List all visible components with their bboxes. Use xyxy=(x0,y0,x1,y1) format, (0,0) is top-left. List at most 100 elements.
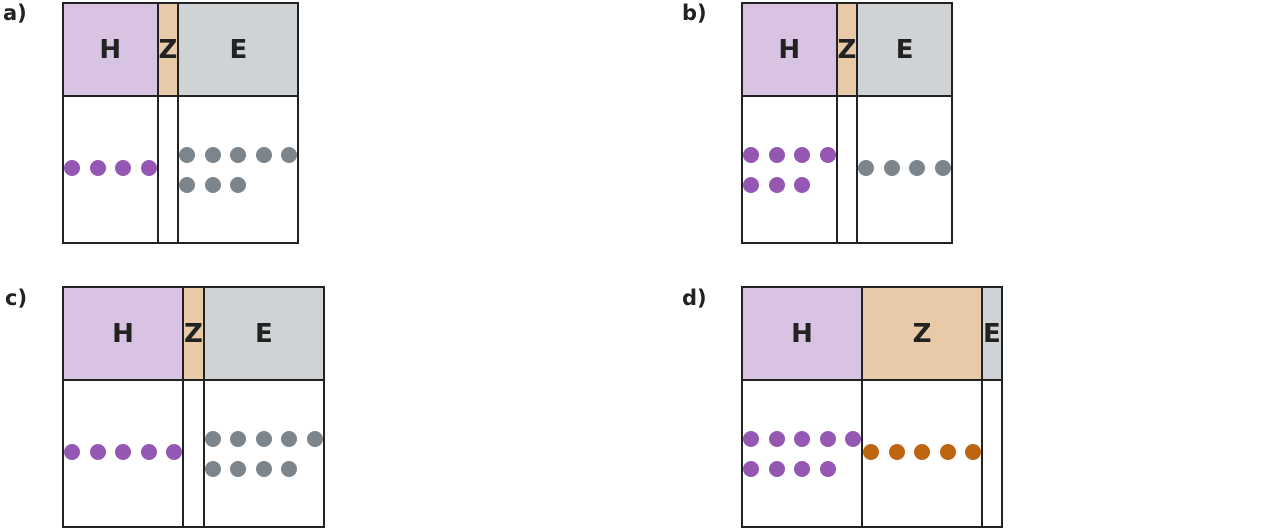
particle-dot xyxy=(115,159,131,176)
particle-dot xyxy=(768,176,785,193)
particle-group xyxy=(179,146,298,193)
particle-dot xyxy=(140,443,157,460)
cell-z xyxy=(835,95,859,244)
particle-dot xyxy=(281,460,298,477)
header-e: E xyxy=(202,286,325,381)
particle-dot xyxy=(230,460,247,477)
panel-label: d) xyxy=(682,286,707,310)
particle-dot xyxy=(281,146,298,163)
cell-h xyxy=(741,379,863,528)
header-h: H xyxy=(62,286,184,381)
particle-row xyxy=(743,460,836,477)
header-h: H xyxy=(62,2,159,97)
header-e: E xyxy=(856,2,953,97)
particle-group xyxy=(64,443,182,460)
particle-dot xyxy=(89,443,106,460)
particle-dot xyxy=(934,159,951,176)
particle-dot xyxy=(965,443,981,460)
particle-dot xyxy=(794,460,810,477)
particle-dot xyxy=(230,146,247,163)
panel-label: b) xyxy=(682,1,707,25)
particle-dot xyxy=(230,176,247,193)
particle-dot xyxy=(794,430,810,447)
distribution-table: H Z E xyxy=(62,286,325,528)
particle-dot xyxy=(914,443,930,460)
particle-dot xyxy=(794,176,810,193)
particle-dot xyxy=(845,430,861,447)
particle-dot xyxy=(166,443,182,460)
particle-dot xyxy=(743,430,759,447)
particle-dot xyxy=(255,430,272,447)
header-h: H xyxy=(741,2,838,97)
cell-e xyxy=(177,95,300,244)
particle-dot xyxy=(819,460,836,477)
particle-dot xyxy=(909,159,926,176)
particle-row xyxy=(179,176,247,193)
header-e: E xyxy=(177,2,300,97)
cell-h xyxy=(62,379,184,528)
particle-dot xyxy=(204,176,221,193)
header-h: H xyxy=(741,286,863,381)
particle-dot xyxy=(230,430,247,447)
distribution-table: H Z E xyxy=(62,2,300,244)
particle-group xyxy=(204,430,323,477)
distribution-table: H Z E xyxy=(741,2,953,244)
particle-dot xyxy=(204,460,221,477)
particle-dot xyxy=(743,176,759,193)
particle-dot xyxy=(743,460,759,477)
particle-dot xyxy=(179,146,196,163)
particle-group xyxy=(863,443,981,460)
particle-dot xyxy=(819,146,836,163)
particle-dot xyxy=(768,146,785,163)
panel-label: c) xyxy=(5,286,28,310)
particle-row xyxy=(204,430,323,447)
particle-row xyxy=(858,159,951,176)
header-z: Z xyxy=(861,286,983,381)
particle-dot xyxy=(179,176,196,193)
particle-group xyxy=(64,159,157,176)
particle-dot xyxy=(883,159,900,176)
particle-row xyxy=(743,146,836,163)
particle-row xyxy=(743,430,861,447)
particle-dot xyxy=(819,430,836,447)
cell-z xyxy=(182,379,205,528)
particle-dot xyxy=(768,460,785,477)
particle-row xyxy=(743,176,810,193)
particle-dot xyxy=(255,146,272,163)
particle-row xyxy=(204,460,298,477)
particle-dot xyxy=(204,430,221,447)
particle-dot xyxy=(204,146,221,163)
particle-row xyxy=(863,443,981,460)
particle-dot xyxy=(115,443,131,460)
header-e: E xyxy=(981,286,1003,381)
particle-row xyxy=(64,443,182,460)
cell-e xyxy=(856,95,953,244)
particle-dot xyxy=(306,430,323,447)
particle-dot xyxy=(939,443,956,460)
cell-e xyxy=(202,379,325,528)
particle-row xyxy=(64,159,157,176)
header-z: Z xyxy=(835,2,859,97)
cell-e xyxy=(981,379,1003,528)
particle-group xyxy=(743,146,836,193)
header-z: Z xyxy=(182,286,205,381)
cell-z xyxy=(156,95,180,244)
particle-dot xyxy=(281,430,298,447)
cell-h xyxy=(62,95,159,244)
particle-group xyxy=(743,430,861,477)
particle-group xyxy=(858,159,951,176)
particle-dot xyxy=(858,159,875,176)
header-z: Z xyxy=(156,2,180,97)
particle-dot xyxy=(255,460,272,477)
particle-dot xyxy=(64,159,80,176)
particle-dot xyxy=(863,443,879,460)
distribution-table: H Z E xyxy=(741,286,1003,528)
particle-dot xyxy=(794,146,810,163)
cell-z xyxy=(861,379,983,528)
particle-dot xyxy=(888,443,905,460)
particle-dot xyxy=(89,159,106,176)
particle-dot xyxy=(768,430,785,447)
cell-h xyxy=(741,95,838,244)
particle-dot xyxy=(140,159,157,176)
particle-dot xyxy=(743,146,759,163)
